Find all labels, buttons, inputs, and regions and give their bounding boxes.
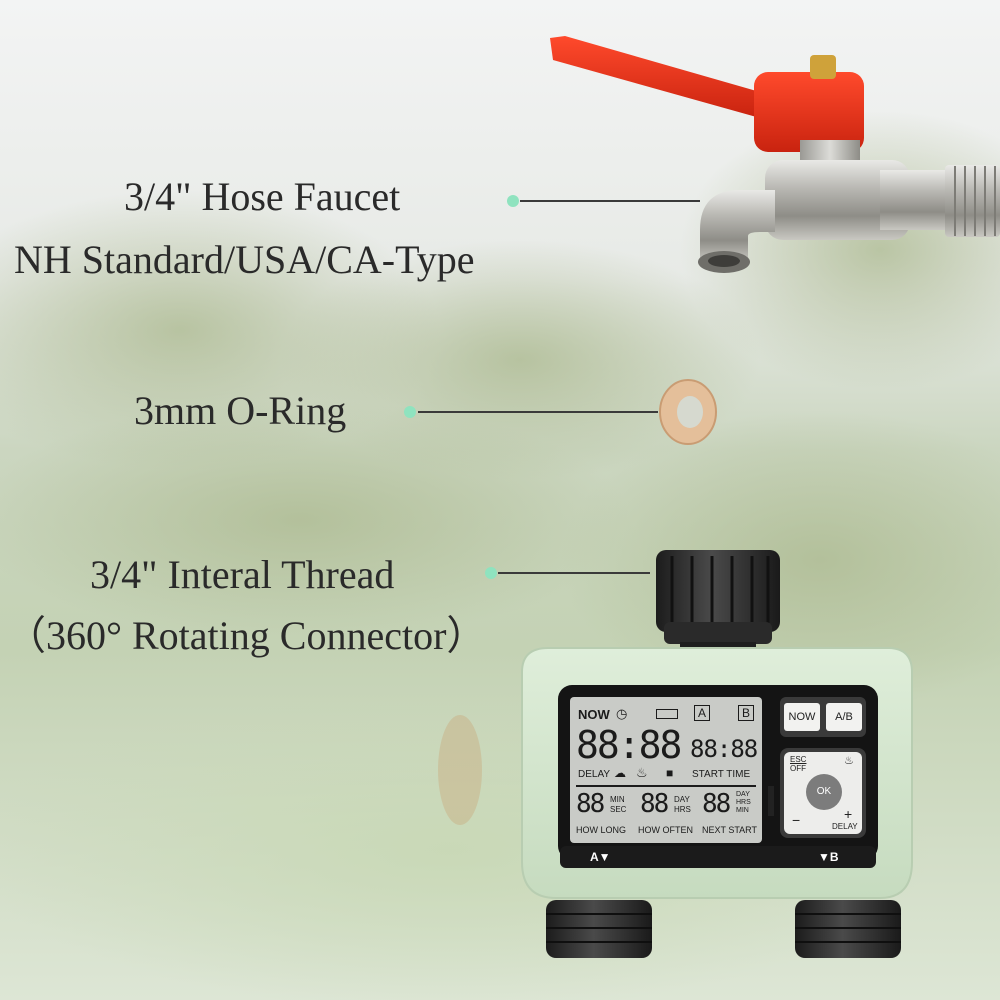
lcd-divider xyxy=(576,785,756,787)
tap-icon: ♨ xyxy=(636,765,648,780)
lcd-next-start-label: NEXT START xyxy=(702,825,758,835)
clock-icon: ◷ xyxy=(616,706,628,721)
battery-icon xyxy=(656,709,678,719)
lcd-how-often-label: HOW OFTEN xyxy=(638,825,693,835)
minus-button[interactable]: − xyxy=(792,812,801,828)
lcd-zone-b: B xyxy=(738,705,755,721)
lcd-how-long-digits: 88 xyxy=(576,789,605,819)
now-button-label: NOW xyxy=(788,711,816,723)
faucet-callout-dot xyxy=(507,195,519,207)
oring-callout-line xyxy=(418,411,658,413)
lcd-unit-hrs-2: HRS xyxy=(736,799,751,806)
lcd-screen: NOW ◷ A B 88:88 88:88 DELAY ☁ ♨ ■ START … xyxy=(570,697,762,843)
now-button[interactable]: NOW xyxy=(784,703,820,731)
delay-key-label: DELAY xyxy=(832,822,858,831)
lcd-zone-a: A xyxy=(694,705,711,721)
rotating-connector xyxy=(656,550,780,660)
lcd-delay-label: DELAY xyxy=(578,769,611,780)
thread-callout-dot xyxy=(485,567,497,579)
lcd-start-digits: 88:88 xyxy=(690,735,758,763)
lcd-unit-day-2: DAY xyxy=(736,791,750,798)
lcd-start-time-label: START TIME xyxy=(692,769,751,780)
faucet-label-line2: NH Standard/USA/CA-Type xyxy=(14,237,475,282)
hose-faucet xyxy=(550,36,1000,273)
lcd-main-digits: 88:88 xyxy=(576,723,682,767)
lcd-how-long-label: HOW LONG xyxy=(576,825,627,835)
ok-button-label: OK xyxy=(816,786,832,797)
lcd-unit-min: MIN xyxy=(610,795,625,804)
thread-label-line2: （360° Rotating Connector） xyxy=(6,613,487,658)
lcd-next-start-digits: 88 xyxy=(702,789,731,819)
rain-icon: ☁ xyxy=(614,766,626,780)
lcd-unit-day: DAY xyxy=(674,795,690,804)
outlet-a-label: A▼ xyxy=(590,850,611,864)
lcd-unit-hrs: HRS xyxy=(674,805,691,814)
thread-callout-line xyxy=(498,572,650,574)
thread-label-line1: 3/4" Interal Thread xyxy=(90,552,395,597)
faucet-label-line1: 3/4" Hose Faucet xyxy=(124,174,401,219)
ok-button[interactable]: OK xyxy=(806,774,842,810)
faucet-callout-line xyxy=(520,200,700,202)
manual-water-icon: ♨ xyxy=(844,755,854,767)
oring-label: 3mm O-Ring xyxy=(134,388,347,433)
ab-button-label: A/B xyxy=(835,711,853,723)
oring-callout-dot xyxy=(404,406,416,418)
o-ring xyxy=(659,379,717,445)
lcd-unit-sec: SEC xyxy=(610,805,627,814)
outlet-b-label: ▼B xyxy=(818,850,839,864)
lock-icon: ■ xyxy=(666,766,674,780)
off-label: OFF xyxy=(790,764,806,773)
lcd-unit-min-2: MIN xyxy=(736,807,749,814)
lcd-how-often-digits: 88 xyxy=(640,789,669,819)
control-pad: ESC OFF ♨ OK − + DELAY xyxy=(784,752,862,834)
esc-label: ESC xyxy=(790,755,807,764)
ab-button[interactable]: A/B xyxy=(826,703,862,731)
plus-button[interactable]: + xyxy=(844,806,853,822)
lcd-now-label: NOW xyxy=(578,707,610,722)
